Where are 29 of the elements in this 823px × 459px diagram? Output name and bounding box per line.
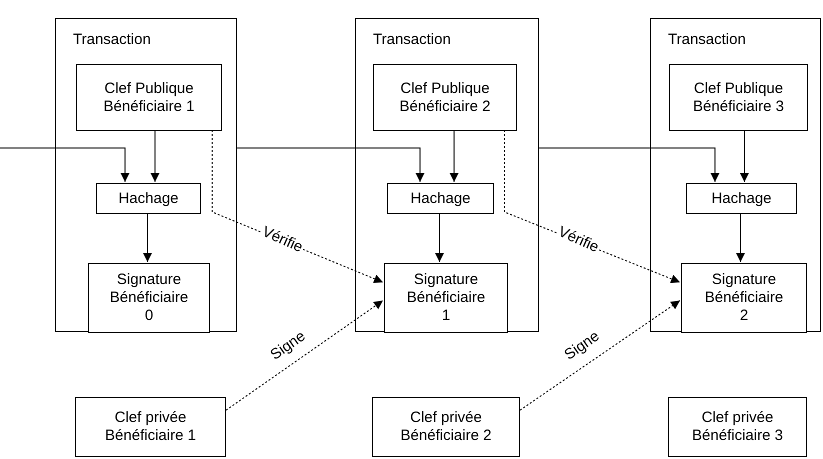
process-box: Hachage <box>387 183 494 214</box>
arrow <box>150 130 160 182</box>
arrow <box>740 130 749 182</box>
arrow <box>450 130 459 182</box>
process-box: Clef Publique Bénéficiaire 3 <box>669 64 808 131</box>
group-box <box>650 18 821 332</box>
process-box: Clef Publique Bénéficiaire 1 <box>76 64 222 131</box>
arrow <box>435 212 444 262</box>
arrow <box>226 300 384 411</box>
arrow <box>143 212 152 262</box>
group-box <box>55 18 237 332</box>
group-title: Transaction <box>668 31 746 49</box>
process-box: Signature Bénéficiaire 0 <box>88 263 210 333</box>
process-box: Hachage <box>96 183 201 214</box>
group-title: Transaction <box>73 31 151 49</box>
arrow <box>520 300 680 411</box>
arrow <box>0 148 130 182</box>
group-box <box>355 18 539 332</box>
process-box: Clef privée Bénéficiaire 1 <box>75 397 226 457</box>
process-box: Clef privée Bénéficiaire 3 <box>668 397 807 457</box>
arrow <box>538 148 720 182</box>
arrow <box>736 212 745 262</box>
process-box: Clef privée Bénéficiaire 2 <box>372 397 520 457</box>
group-title: Transaction <box>373 31 451 49</box>
process-box: Hachage <box>686 183 797 214</box>
process-box: Signature Bénéficiaire 1 <box>384 263 508 333</box>
arrow <box>236 148 425 182</box>
process-box: Signature Bénéficiaire 2 <box>681 263 807 333</box>
process-box: Clef Publique Bénéficiaire 2 <box>373 64 517 131</box>
